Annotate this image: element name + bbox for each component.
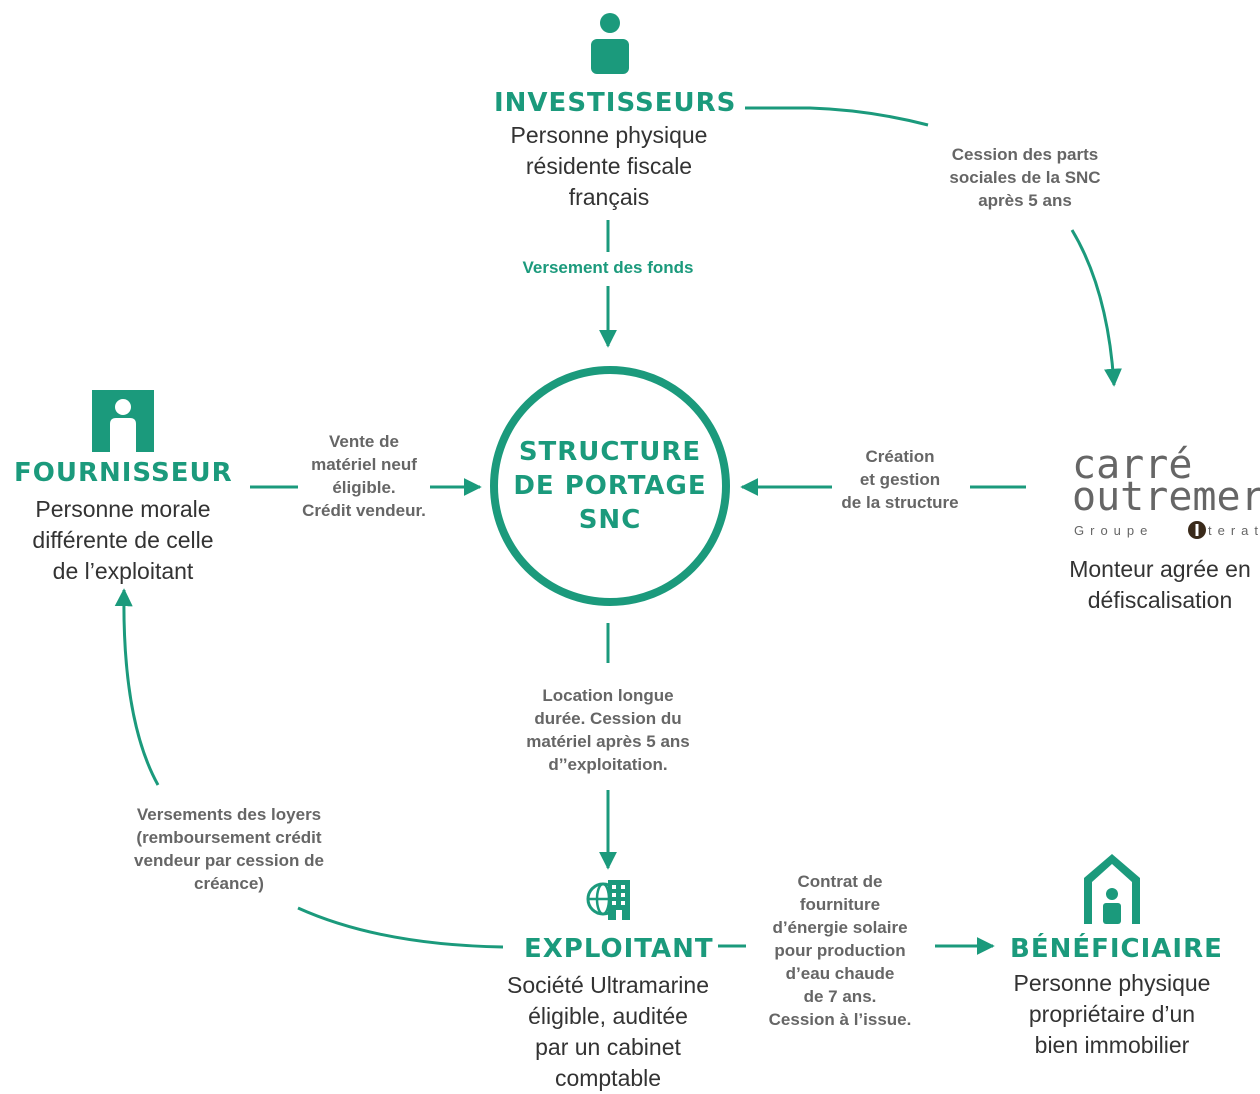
exploitant-description: Société Ultramarine éligible, auditée pa… xyxy=(507,972,709,1091)
logo-group-text: Groupe xyxy=(1074,523,1154,538)
person-badge-icon xyxy=(92,390,154,452)
flow-vente-materiel: Vente de matériel neuf éligible. Crédit … xyxy=(302,432,426,520)
flow-cession-parts: Cession des parts sociales de la SNC apr… xyxy=(949,145,1101,210)
flow-versement-fonds: Versement des fonds xyxy=(522,258,694,277)
structure-portage-label: STRUCTURE DE PORTAGE SNC xyxy=(513,437,707,535)
beneficiaire-title: BÉNÉFICIAIRE xyxy=(1010,934,1223,964)
house-person-icon xyxy=(1084,854,1140,924)
arrow-loyers-bottom xyxy=(297,906,504,949)
investisseurs-node: INVESTISSEURS Personne physique résident… xyxy=(480,10,740,220)
fournisseur-node: FOURNISSEUR Personne morale différente d… xyxy=(10,388,240,588)
flow-contrat: Contrat de fourniture d’énergie solaire … xyxy=(768,872,912,1029)
beneficiaire-node: BÉNÉFICIAIRE Personne physique propriéta… xyxy=(1000,848,1230,1068)
arrow-versements-loyers xyxy=(114,588,160,786)
beneficiaire-description: Personne physique propriétaire d’un bien… xyxy=(1013,970,1211,1058)
logo-group-suffix: terato xyxy=(1208,523,1260,538)
arrow-cession-parts-top xyxy=(745,106,929,127)
building-globe-icon xyxy=(586,880,630,920)
logo-line2: outremer xyxy=(1072,474,1260,520)
iterato-mark-icon xyxy=(1188,521,1206,539)
flow-creation-gestion: Création et gestion de la structure xyxy=(841,447,959,512)
exploitant-title: EXPLOITANT xyxy=(524,934,714,964)
flow-location: Location longue durée. Cession du matéri… xyxy=(526,686,690,774)
monteur-description: Monteur agrée en défiscalisation xyxy=(1069,556,1251,613)
arrow-cession-parts xyxy=(1070,229,1122,387)
investisseurs-description: Personne physique résidente fiscale fran… xyxy=(510,122,708,210)
exploitant-node: EXPLOITANT Société Ultramarine éligible,… xyxy=(498,872,718,1093)
person-icon xyxy=(591,13,629,74)
flow-versements-loyers: Versements des loyers (remboursement cré… xyxy=(134,805,324,893)
fournisseur-title: FOURNISSEUR xyxy=(14,458,233,488)
logo-line1: carré xyxy=(1072,442,1193,488)
investisseurs-title: INVESTISSEURS xyxy=(494,88,737,118)
structure-portage-circle: STRUCTURE DE PORTAGE SNC xyxy=(490,366,730,606)
fournisseur-description: Personne morale différente de celle de l… xyxy=(32,496,214,584)
monteur-node: carré outremer Groupe terato Monteur agr… xyxy=(1060,442,1260,618)
